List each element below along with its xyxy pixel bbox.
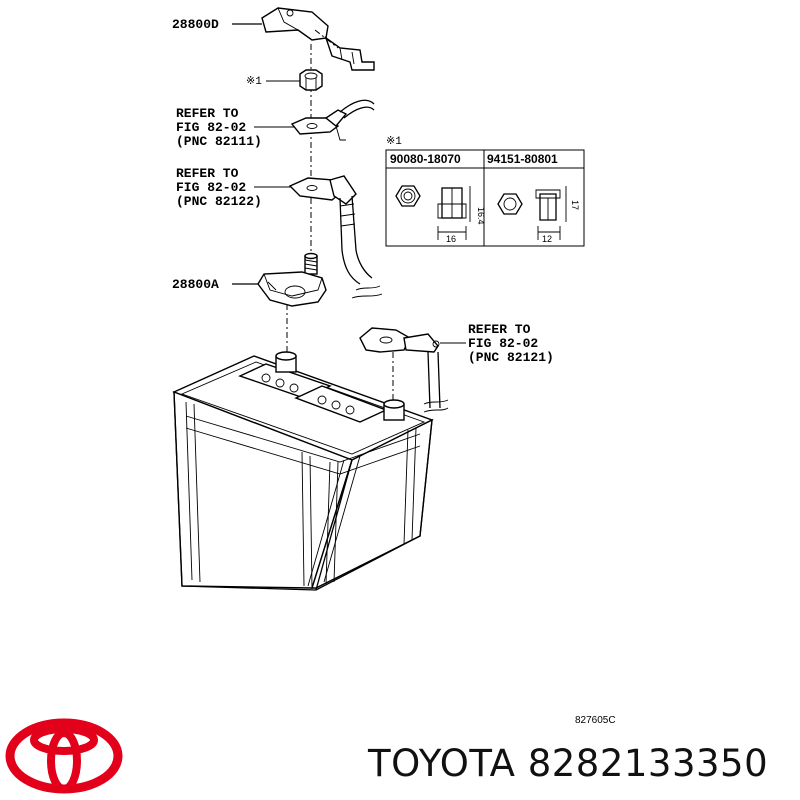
label-clamp: 28800A bbox=[172, 277, 219, 292]
nut-part-number-2: 94151-80801 bbox=[487, 152, 558, 166]
refer-label-82122: REFER TO FIG 82-02 (PNC 82122) bbox=[176, 166, 262, 209]
nut-1-side-view: 16.4 16 bbox=[437, 186, 486, 244]
svg-text:REFER TO: REFER TO bbox=[176, 166, 239, 181]
nut-2-top-view bbox=[497, 193, 523, 215]
clamp-28800A bbox=[257, 271, 327, 307]
refer-label-82121: REFER TO FIG 82-02 (PNC 82121) bbox=[468, 322, 554, 365]
svg-text:REFER TO: REFER TO bbox=[468, 322, 531, 337]
svg-text:FIG 82-02: FIG 82-02 bbox=[468, 336, 538, 351]
label-terminal-cover: 28800D bbox=[172, 17, 219, 32]
svg-text:16: 16 bbox=[446, 234, 456, 244]
nut-part-number-1: 90080-18070 bbox=[390, 152, 461, 166]
svg-text:FIG 82-02: FIG 82-02 bbox=[176, 180, 246, 195]
part-caption: TOYOTA 8282133350 bbox=[367, 742, 768, 785]
positive-post bbox=[275, 351, 297, 373]
negative-post bbox=[383, 399, 405, 421]
svg-text:17: 17 bbox=[570, 200, 580, 210]
svg-text:REFER TO: REFER TO bbox=[176, 106, 239, 121]
nut-spec-table: ※1 90080-18070 94151-80801 16.4 16 bbox=[385, 136, 585, 247]
svg-text:16.4: 16.4 bbox=[476, 207, 486, 225]
svg-text:※1: ※1 bbox=[386, 136, 402, 148]
svg-text:(PNC 82122): (PNC 82122) bbox=[176, 194, 262, 209]
bolt bbox=[304, 252, 318, 275]
terminal-82121 bbox=[359, 327, 449, 413]
nut-2-side-view: 17 12 bbox=[535, 186, 580, 244]
label-nut-marker: ※1 bbox=[246, 76, 262, 88]
diagram-code: 827605C bbox=[575, 715, 616, 726]
svg-text:(PNC 82111): (PNC 82111) bbox=[176, 134, 262, 149]
refer-label-82111: REFER TO FIG 82-02 (PNC 82111) bbox=[176, 106, 262, 149]
terminal-82111 bbox=[290, 99, 375, 141]
terminal-cover-28800D bbox=[261, 7, 375, 71]
svg-text:12: 12 bbox=[542, 234, 552, 244]
svg-text:(PNC 82121): (PNC 82121) bbox=[468, 350, 554, 365]
battery bbox=[172, 351, 434, 591]
svg-text:FIG 82-02: FIG 82-02 bbox=[176, 120, 246, 135]
nut-1-top-view bbox=[395, 185, 421, 207]
nut bbox=[299, 69, 323, 91]
terminal-82122 bbox=[288, 175, 383, 299]
toyota-logo bbox=[5, 718, 123, 794]
